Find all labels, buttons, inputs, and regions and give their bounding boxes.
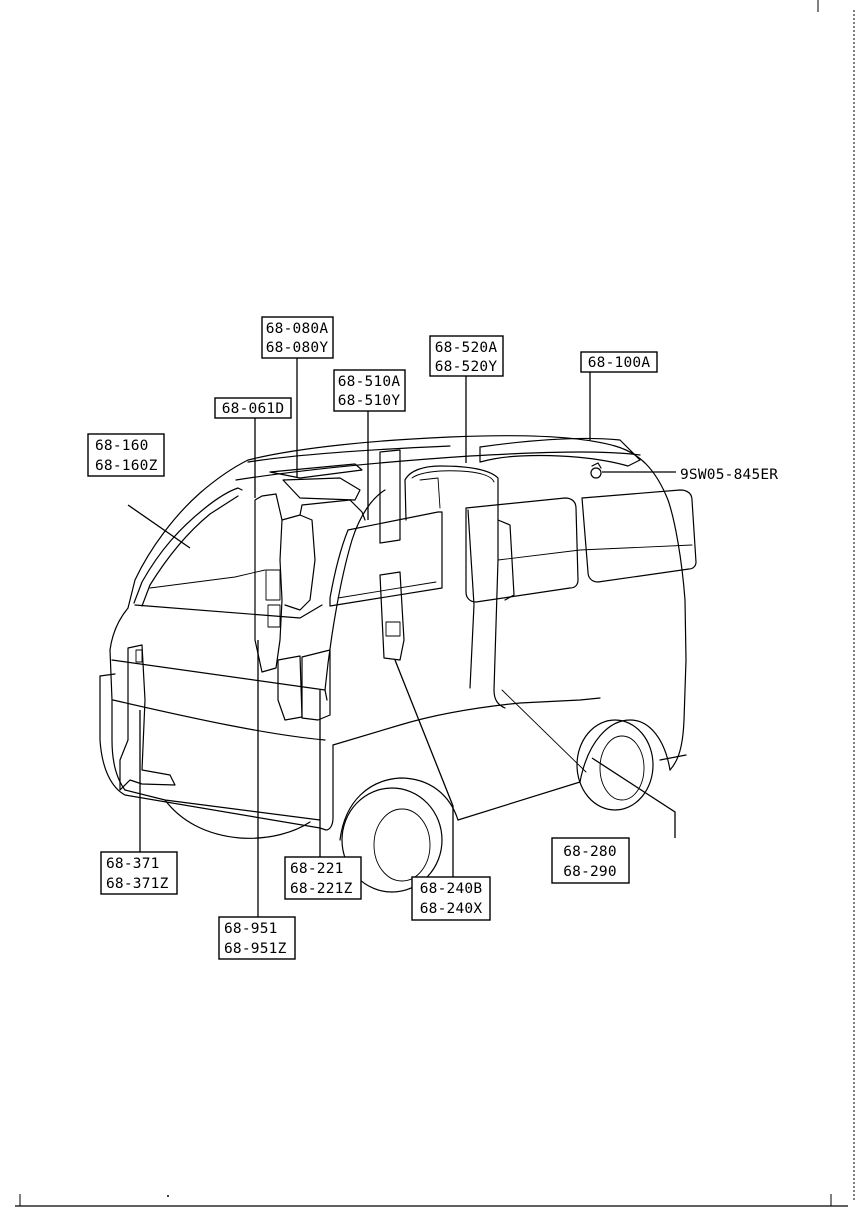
part-number: 68-221Z: [290, 881, 353, 897]
part-number: 68-510Y: [338, 393, 401, 409]
label-frame: [87, 433, 165, 477]
part-label-68-160: 68-160 68-160Z: [87, 433, 165, 477]
part-label-68-080: 68-080A 68-080Y: [261, 316, 334, 359]
part-number: 68-280: [563, 844, 617, 860]
part-label-68-280: 68-280 68-290: [551, 837, 630, 884]
part-label-68-371: 68-371 68-371Z: [100, 851, 178, 895]
leader-lines: [127, 358, 676, 917]
part-number: 68-160Z: [95, 458, 158, 474]
label-frame: [284, 856, 362, 900]
part-label-9sw05: 9SW05-845ER: [680, 467, 778, 483]
part-number: 68-100A: [588, 355, 651, 371]
part-label-68-510: 68-510A 68-510Y: [333, 369, 406, 412]
part-number: 68-951Z: [224, 941, 287, 957]
label-frame: [261, 316, 334, 359]
part-number: 68-240X: [420, 901, 483, 917]
part-number: 68-080Y: [266, 340, 329, 356]
part-number: 68-371Z: [106, 876, 169, 892]
label-frame: [429, 335, 504, 377]
part-number: 68-221: [290, 861, 344, 877]
label-frame: [580, 351, 658, 373]
part-number: 68-240B: [420, 881, 483, 897]
label-frame: [411, 876, 491, 921]
part-label-68-061: 68-061D: [214, 397, 292, 419]
part-number: 68-290: [563, 864, 617, 880]
part-number: 68-371: [106, 856, 160, 872]
label-frame: [218, 916, 296, 960]
part-label-68-240: 68-240B 68-240X: [411, 876, 491, 921]
part-label-68-221: 68-221 68-221Z: [284, 856, 362, 900]
page-edge-marks: [15, 0, 855, 1207]
label-frame: [551, 837, 630, 884]
label-frame: [100, 851, 178, 895]
part-number: 68-510A: [338, 374, 401, 390]
label-frame: [333, 369, 406, 412]
part-number: 68-520A: [435, 340, 498, 356]
label-frame: [214, 397, 292, 419]
part-label-68-520: 68-520A 68-520Y: [429, 335, 504, 377]
part-number: 68-520Y: [435, 359, 498, 375]
part-number: 9SW05-845ER: [680, 467, 778, 483]
part-number: 68-061D: [222, 401, 285, 417]
part-number: 68-951: [224, 921, 278, 937]
part-label-68-951: 68-951 68-951Z: [218, 916, 296, 960]
part-number: 68-080A: [266, 321, 329, 337]
part-number: 68-160: [95, 438, 149, 454]
part-label-68-100: 68-100A: [580, 351, 658, 373]
van-illustration: [99, 435, 697, 893]
